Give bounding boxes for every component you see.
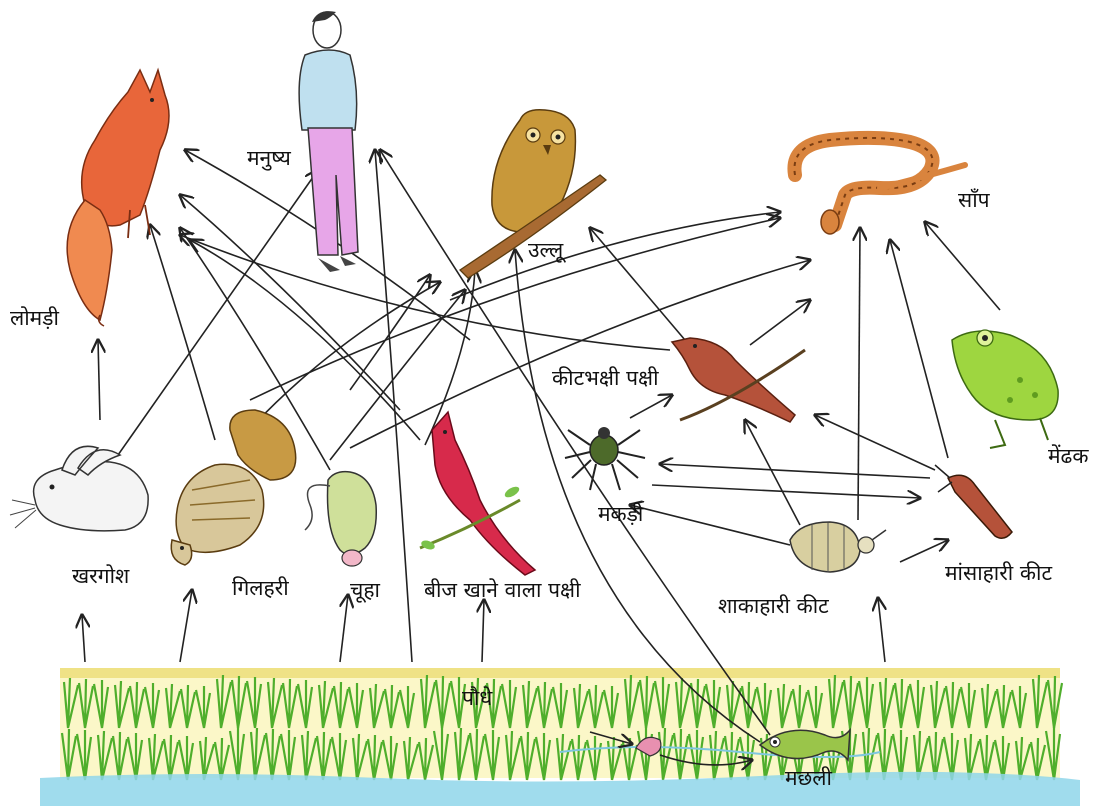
label-seed-eating-bird: बीज खाने वाला पक्षी bbox=[424, 580, 581, 601]
arrow-rabbit-fox bbox=[98, 340, 100, 420]
squirrel-icon bbox=[171, 410, 295, 565]
label-human: मनुष्य bbox=[247, 148, 291, 169]
arrow-rabbit-human bbox=[118, 170, 318, 455]
arrow-squirrel-fox bbox=[150, 225, 215, 440]
label-squirrel: गिलहरी bbox=[232, 578, 289, 599]
label-rat: चूहा bbox=[350, 580, 380, 601]
label-spider: मकड़ी bbox=[598, 504, 643, 525]
label-rabbit: खरगोश bbox=[72, 566, 129, 587]
fox-icon bbox=[67, 70, 169, 326]
arrow-herbinsect-spider bbox=[630, 505, 790, 545]
rice-field-icon bbox=[60, 668, 1062, 780]
long-beetle-icon bbox=[935, 465, 1012, 538]
frog-icon bbox=[952, 330, 1058, 448]
arrow-field-fox-2 bbox=[180, 195, 400, 410]
arrow-field-owl bbox=[350, 275, 430, 390]
arrow-plant-herbinsect bbox=[878, 598, 885, 662]
label-fish: मछली bbox=[785, 768, 832, 789]
label-insectivorous-bird: कीटभक्षी पक्षी bbox=[552, 368, 659, 389]
arrow-plant-rabbit bbox=[82, 615, 85, 662]
arrow-carninsect-snake bbox=[890, 240, 948, 458]
arrow-plant-rat bbox=[340, 595, 348, 662]
arrow-frog-snake bbox=[925, 222, 1000, 310]
rat-icon bbox=[305, 472, 376, 566]
arrow-carninsect-spider bbox=[660, 464, 930, 478]
arrow-plant-squirrel bbox=[180, 590, 192, 662]
label-snake: साँप bbox=[958, 190, 990, 211]
arrow-herbinsect-snake bbox=[858, 228, 860, 520]
label-frog: मेंढक bbox=[1048, 446, 1089, 467]
arrow-insectbird-snake bbox=[750, 300, 810, 345]
label-fox: लोमड़ी bbox=[10, 308, 59, 329]
brown-bird-icon bbox=[672, 338, 805, 422]
label-carnivorous-insect: मांसाहारी कीट bbox=[945, 563, 1052, 584]
arrow-insectbird-fox bbox=[180, 235, 670, 350]
arrow-plant-human bbox=[375, 150, 412, 662]
red-cardinal-icon bbox=[420, 412, 535, 575]
label-plant: पौधे bbox=[462, 688, 492, 709]
arrow-carninsect-insectbird bbox=[815, 415, 935, 470]
arrow-plant-seedbird bbox=[482, 600, 484, 662]
human-figure-icon bbox=[299, 11, 358, 272]
arrow-spider-insectbird bbox=[630, 395, 672, 418]
label-herbivorous-insect: शाकाहारी कीट bbox=[718, 596, 829, 617]
spider-icon bbox=[565, 427, 645, 490]
arrow-rat-snake bbox=[350, 260, 810, 448]
snake-icon bbox=[794, 138, 965, 234]
arrow-herbinsect-insectbird bbox=[745, 420, 800, 525]
label-owl: उल्लू bbox=[528, 240, 563, 261]
arrow-spider-carninsect bbox=[652, 485, 920, 498]
arrow-herbinsect-carninsect bbox=[900, 540, 948, 562]
beetle-icon bbox=[790, 522, 886, 572]
rabbit-icon bbox=[10, 446, 148, 531]
